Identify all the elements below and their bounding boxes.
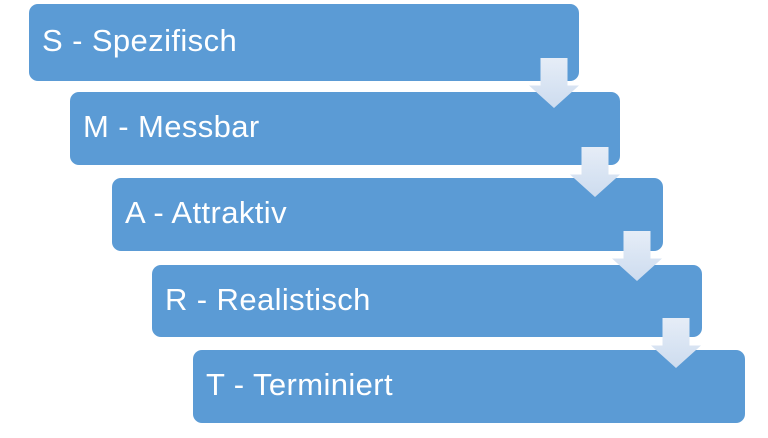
step-label-realistisch: R - Realistisch [165, 281, 371, 317]
step-box-attraktiv: A - Attraktiv [112, 178, 663, 251]
step-box-terminiert: T - Terminiert [193, 350, 745, 423]
step-box-realistisch: R - Realistisch [152, 265, 702, 337]
step-box-messbar: M - Messbar [70, 92, 620, 165]
step-label-attraktiv: A - Attraktiv [125, 195, 287, 230]
step-box-spezifisch: S - Spezifisch [29, 4, 579, 81]
step-label-messbar: M - Messbar [83, 109, 260, 144]
step-label-terminiert: T - Terminiert [206, 367, 394, 402]
step-label-spezifisch: S - Spezifisch [42, 23, 238, 58]
